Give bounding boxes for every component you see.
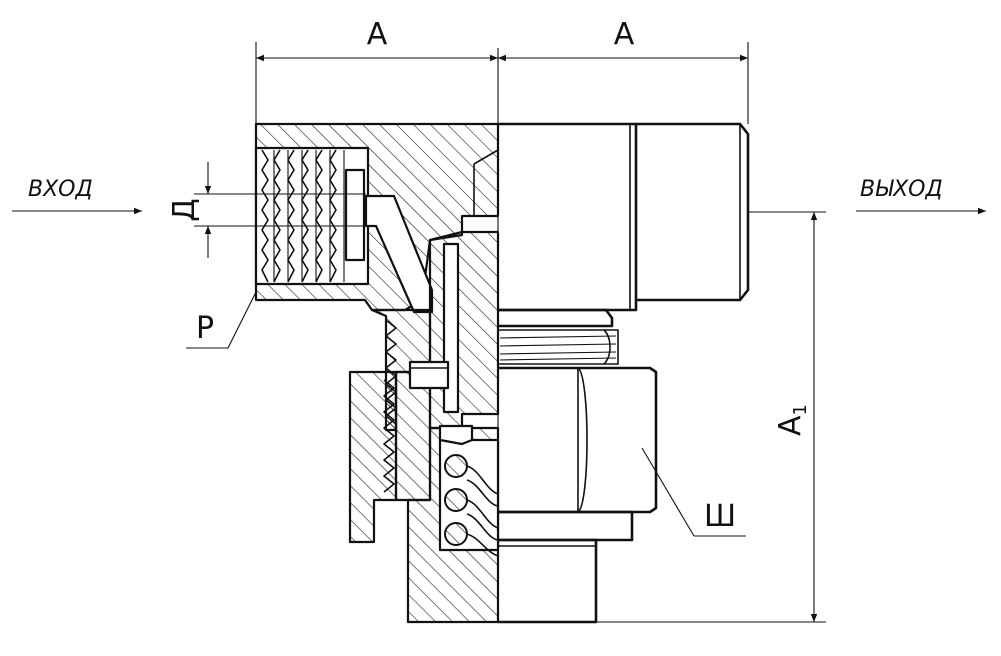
leader-p: Р — [186, 291, 257, 349]
nut-flange — [498, 510, 634, 542]
stem-section — [428, 230, 500, 430]
nut-section — [348, 370, 398, 544]
outlet-label: ВЫХОД — [860, 177, 943, 202]
valve-disc — [438, 424, 474, 446]
exterior-view — [473, 122, 750, 624]
dimension-a-right: A — [498, 17, 749, 124]
spring-coils — [444, 454, 499, 557]
dimension-d: Д — [167, 162, 366, 258]
hex-nut — [498, 366, 658, 514]
bottom-fitting — [498, 538, 598, 624]
inlet-indicator: ВХОД — [12, 177, 142, 215]
label-p: Р — [196, 311, 214, 346]
dim-label-a-right: A — [614, 17, 635, 52]
dimension-a-left: A — [255, 17, 498, 124]
section-view — [254, 122, 500, 624]
cross-port — [408, 360, 450, 390]
dimension-a1: A1 — [596, 211, 826, 623]
outlet-indicator: ВЫХОД — [856, 177, 986, 215]
outlet-spigot — [636, 122, 750, 302]
neck-exterior — [498, 308, 614, 328]
body-outline — [498, 122, 638, 312]
inlet-label: ВХОД — [28, 177, 93, 202]
nut-inner-section — [394, 370, 432, 502]
nut-thread — [383, 379, 395, 493]
label-sh: Ш — [704, 499, 736, 534]
leader-sh: Ш — [641, 447, 746, 537]
inlet-thread — [261, 149, 366, 283]
dim-label-a-left: A — [367, 17, 388, 52]
exterior-thread — [498, 329, 619, 365]
dim-label-a1: A1 — [773, 404, 811, 436]
dim-label-d: Д — [167, 198, 202, 221]
